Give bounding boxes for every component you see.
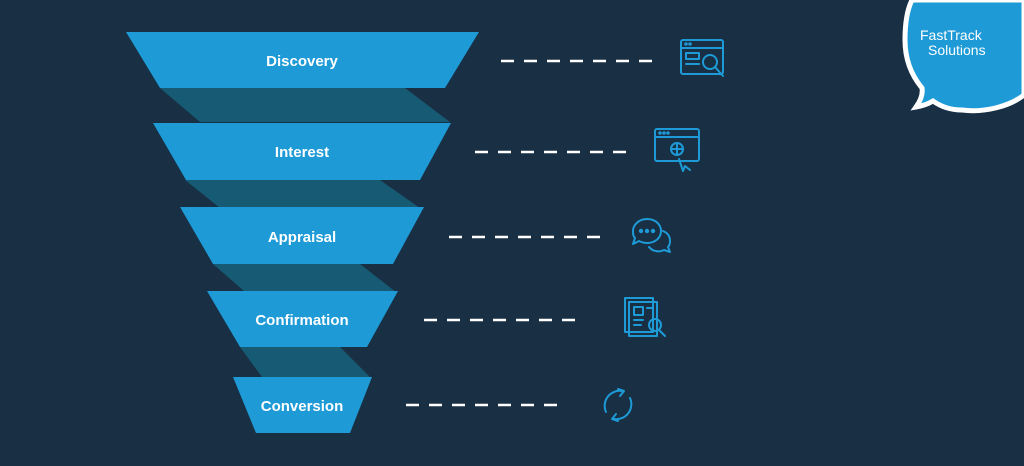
funnel-shadow-3 (213, 264, 396, 292)
chat-bubbles-icon (632, 218, 671, 253)
refresh-cycle-icon (603, 388, 633, 422)
brand-logo: FastTrack Solutions (902, 0, 1024, 114)
funnel-level-confirmation (207, 291, 398, 347)
funnel-labels: Discovery Interest Appraisal Confirmatio… (255, 53, 348, 415)
document-search-icon (624, 297, 666, 337)
dashed-connectors (406, 59, 660, 407)
stage-icons (603, 39, 724, 422)
funnel-level-conversion (233, 377, 372, 433)
brand-line-1: FastTrack (920, 27, 983, 43)
web-click-icon (654, 128, 700, 172)
funnel-level-appraisal (180, 207, 424, 264)
stage-label-appraisal: Appraisal (268, 229, 336, 246)
funnel-level-discovery (126, 32, 479, 88)
funnel-shadow-4 (240, 347, 370, 377)
funnel-shadows (160, 88, 450, 377)
funnel-shadow-1 (160, 88, 450, 122)
stage-label-interest: Interest (275, 144, 329, 161)
stage-label-confirmation: Confirmation (255, 312, 348, 329)
stage-label-discovery: Discovery (266, 53, 338, 70)
stage-label-conversion: Conversion (261, 398, 344, 415)
logo-bubble (902, 0, 1024, 114)
funnel-level-interest (153, 123, 451, 180)
browser-search-icon (680, 39, 724, 77)
brand-line-2: Solutions (928, 42, 986, 58)
funnel-shadow-2 (185, 180, 420, 208)
funnel-levels (126, 32, 479, 433)
